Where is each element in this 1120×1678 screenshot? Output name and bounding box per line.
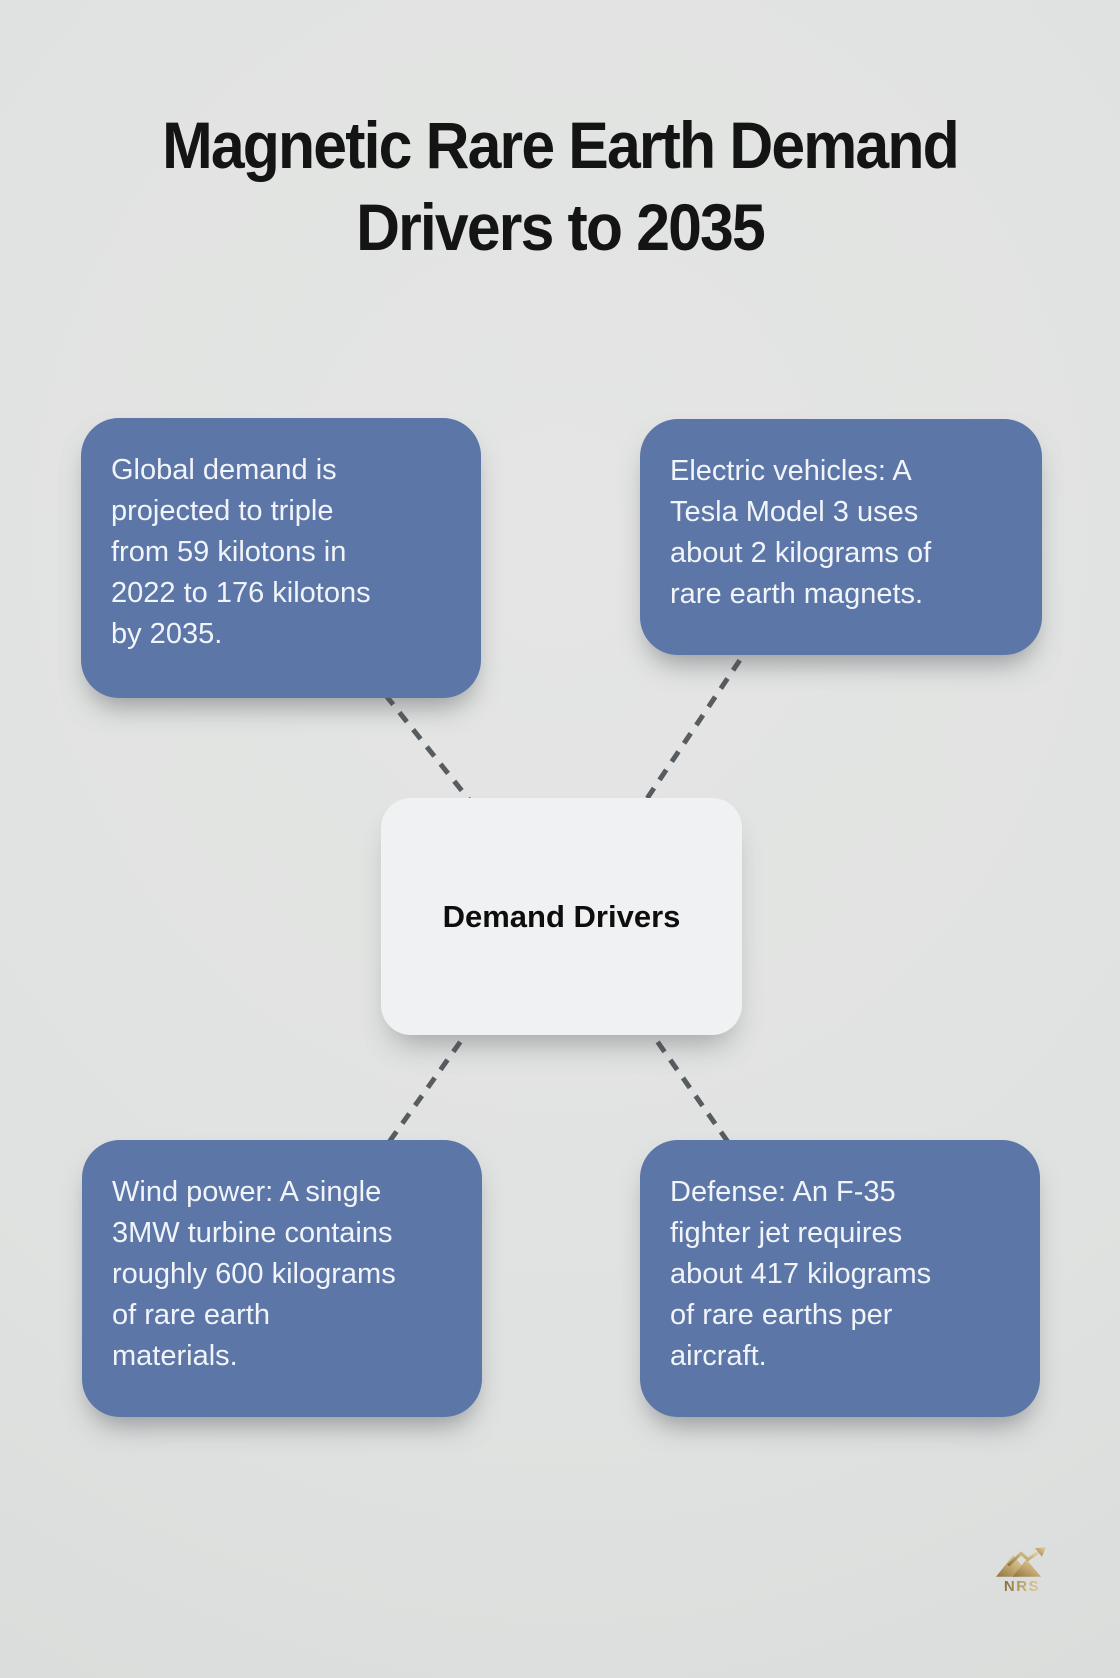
node-defense-text: Defense: An F-35 fighter jet requires ab… bbox=[670, 1176, 932, 1372]
node-wind-power: Wind power: A single 3MW turbine contain… bbox=[82, 1140, 482, 1417]
node-electric-vehicles-text: Electric vehicles: A Tesla Model 3 uses … bbox=[670, 455, 932, 610]
center-node-label: Demand Drivers bbox=[442, 898, 681, 934]
mountain-arrow-icon bbox=[996, 1547, 1047, 1577]
node-electric-vehicles: Electric vehicles: A Tesla Model 3 uses … bbox=[640, 419, 1042, 655]
connector-line-bottom-left bbox=[379, 1022, 476, 1154]
connector-line-bottom-right bbox=[642, 1022, 738, 1154]
node-global-demand-text: Global demand is projected to triple fro… bbox=[111, 454, 371, 650]
center-node: Demand Drivers bbox=[381, 798, 742, 1035]
node-wind-power-text: Wind power: A single 3MW turbine contain… bbox=[112, 1176, 396, 1372]
connector-line-top-left bbox=[370, 676, 476, 808]
logo-text: NRS bbox=[1003, 1578, 1041, 1595]
connector-line-top-right bbox=[639, 640, 755, 808]
page-title: Magnetic Rare Earth Demand Drivers to 20… bbox=[162, 108, 960, 264]
node-global-demand: Global demand is projected to triple fro… bbox=[81, 418, 481, 698]
nrs-logo: NRS bbox=[994, 1547, 1050, 1595]
node-defense: Defense: An F-35 fighter jet requires ab… bbox=[640, 1140, 1040, 1417]
